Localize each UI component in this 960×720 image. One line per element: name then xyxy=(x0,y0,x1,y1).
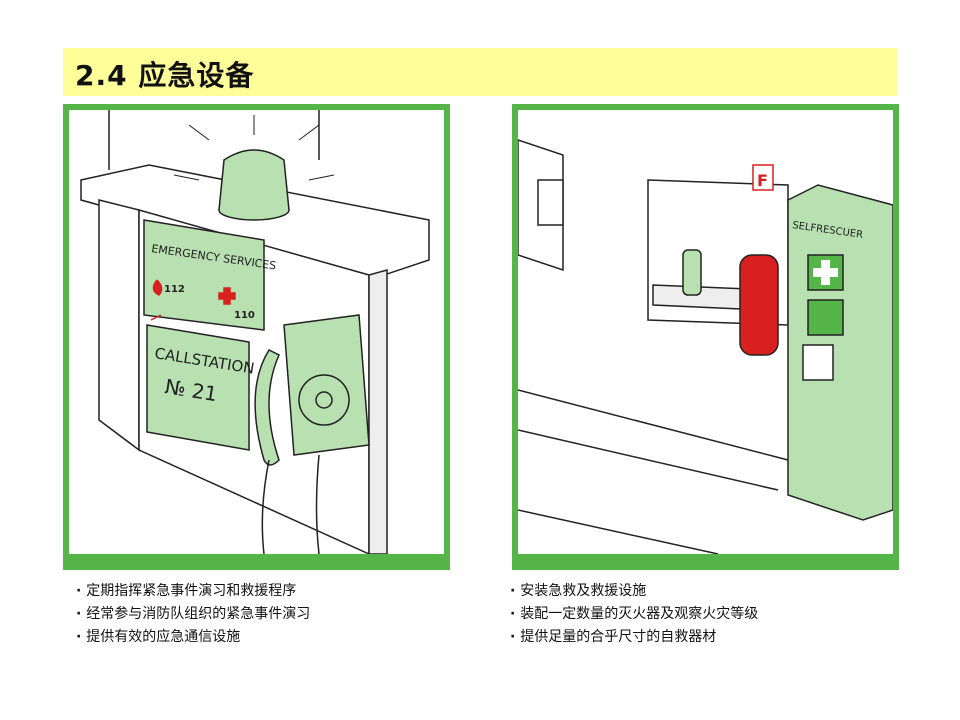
page-title: 2.4 应急设备 xyxy=(75,59,255,92)
firstaid-cabinet-illustration: F SELFRESCUER xyxy=(512,104,899,570)
bullet-item: 装配一定数量的灭火器及观察火灾等级 xyxy=(510,603,758,626)
bullet-item: 定期指挥紧急事件演习和救援程序 xyxy=(76,580,310,603)
fire-sign: F xyxy=(757,171,768,190)
bullet-list-right: 安装急救及救援设施 装配一定数量的灭火器及观察火灾等级 提供足量的合乎尺寸的自救… xyxy=(510,580,758,649)
medical-number: 110 xyxy=(234,310,255,321)
bullet-item: 经常参与消防队组织的紧急事件演习 xyxy=(76,603,310,626)
fire-number: 112 xyxy=(164,284,185,295)
title-band: 2.4 应急设备 xyxy=(63,48,897,96)
emergency-callstation-illustration: EMERGENCY SERVICES 112 110 CALLSTATION №… xyxy=(63,104,450,570)
bullet-item: 提供足量的合乎尺寸的自救器材 xyxy=(510,626,758,649)
cabinet-drawing: F SELFRESCUER xyxy=(518,139,893,554)
bullet-item: 提供有效的应急通信设施 xyxy=(76,626,310,649)
bullet-list-left: 定期指挥紧急事件演习和救援程序 经常参与消防队组织的紧急事件演习 提供有效的应急… xyxy=(76,580,310,649)
callstation-drawing: EMERGENCY SERVICES 112 110 CALLSTATION №… xyxy=(80,110,430,554)
bullet-item: 安装急救及救援设施 xyxy=(510,580,758,603)
